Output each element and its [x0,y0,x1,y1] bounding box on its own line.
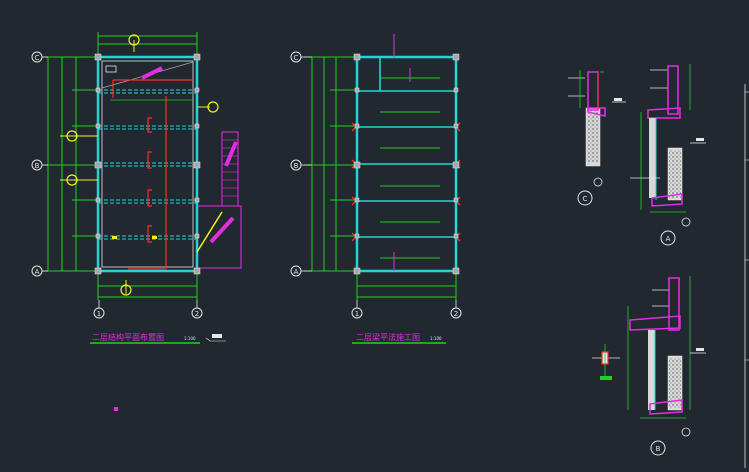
plan1-section-symbols [66,34,219,296]
plan2-columns [353,53,460,275]
axis-label-col-2-plan1: 2 [195,310,199,318]
axis-label-row-b-plan1: B [35,162,40,170]
axis-label-row-a-plan1: A [35,268,40,276]
plan1-scale: 1:100 [184,336,196,341]
plan2-beam-tags [393,34,411,271]
axis-label-row-a-plan2: A [294,268,299,276]
plan1-markers [60,40,210,294]
axis-label-col-1-plan2: 1 [355,310,359,318]
plan-titles: 二层结构平面布置图 1:100 二层梁平法施工图 1:100 [90,332,446,411]
plan2-title: 二层梁平法施工图 [356,332,420,342]
axis-label-row-c-plan1: C [35,54,40,62]
plan2-scale: 1:100 [430,336,442,341]
axis-label-row-b-plan2: B [294,162,299,170]
axis-label-row-c-plan2: C [294,54,299,62]
section-c-label: C [583,195,588,203]
plan1-rebar-marks [112,79,193,270]
plan1-dimension-lines-top [97,32,198,300]
plan1-stair [196,131,242,269]
plan2-beams [357,57,456,238]
plan2-dimension-lines [304,56,457,300]
section-b [592,276,706,456]
axis-label-col-2-plan2: 2 [454,310,458,318]
plan-beam-layout [304,34,461,300]
axis-label-col-1-plan1: 1 [97,310,101,318]
section-c [568,70,626,206]
plan1-columns [94,53,201,275]
section-b-label: B [656,445,661,453]
section-details [568,64,749,468]
plan1-title: 二层结构平面布置图 [92,332,164,342]
plan-structural-layout [44,32,242,300]
section-a [630,64,706,246]
plan1-dimension-lines-left [44,56,98,272]
section-a-label: A [666,235,671,243]
plan2-red-marks [351,122,461,242]
